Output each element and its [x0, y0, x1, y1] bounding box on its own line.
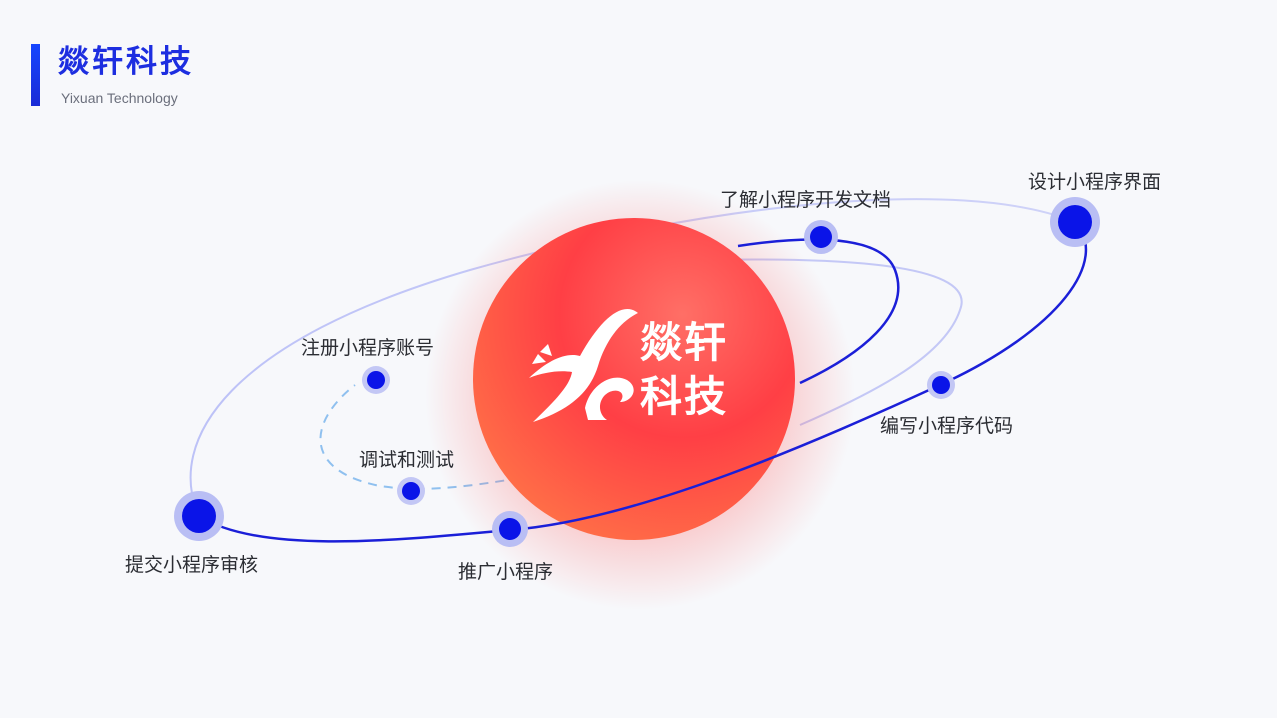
- logo-text-line1: 燚轩: [640, 318, 729, 367]
- label-read-docs: 了解小程序开发文档: [720, 189, 892, 211]
- front-orbit-main: [198, 221, 1088, 543]
- header-accent-bar: [31, 44, 40, 106]
- page-title: 燚轩科技: [58, 44, 194, 80]
- front-orbit-top: [737, 238, 900, 385]
- label-submit-review: 提交小程序审核: [125, 554, 259, 576]
- label-write-code: 编写小程序代码: [880, 415, 1014, 437]
- node-write-code: [927, 371, 955, 399]
- label-design-ui: 设计小程序界面: [1028, 171, 1162, 193]
- node-register: [362, 366, 390, 394]
- node-promote: [492, 511, 528, 547]
- node-debug-test: [397, 477, 425, 505]
- label-promote: 推广小程序: [458, 561, 554, 583]
- logo-text-line2: 科技: [640, 372, 729, 421]
- node-read-docs: [804, 220, 838, 254]
- label-debug-test: 调试和测试: [359, 449, 455, 471]
- page-subtitle: Yixuan Technology: [61, 90, 178, 106]
- node-design-ui: [1050, 197, 1100, 247]
- logo-mark: [529, 309, 638, 422]
- label-register: 注册小程序账号: [301, 337, 435, 359]
- node-submit-review: [174, 491, 224, 541]
- planet: [473, 218, 795, 540]
